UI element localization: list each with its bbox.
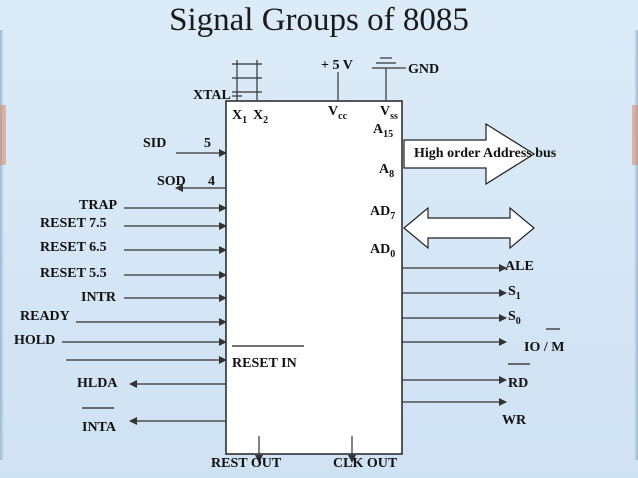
- x2-pin-label: X2: [253, 108, 269, 126]
- vcc-supply-label: + 5 V: [321, 58, 353, 73]
- x1-pin-label: X1: [232, 108, 248, 126]
- sod-label: SOD: [157, 174, 186, 189]
- inta-label: INTA: [82, 420, 116, 435]
- sid-label: SID: [143, 136, 167, 151]
- vss-pin-label: Vss: [380, 104, 398, 122]
- a8-pin-label: A8: [379, 162, 395, 180]
- xtal-pins: [232, 60, 262, 101]
- reset-in-label: RESET IN: [232, 356, 297, 371]
- data-bus-bidirectional-arrow: [403, 206, 535, 250]
- s0-label: S0: [508, 309, 521, 327]
- hlda-label: HLDA: [77, 376, 118, 391]
- vss-pin-line: [372, 57, 406, 101]
- sid-bits-label: 5: [204, 136, 211, 151]
- gnd-label: GND: [408, 62, 440, 77]
- reset-6-5-label: RESET 6.5: [40, 240, 107, 255]
- trap-label: TRAP: [79, 198, 118, 213]
- reset-5-5-label: RESET 5.5: [40, 266, 107, 281]
- hold-label: HOLD: [14, 333, 56, 348]
- s1-label: S1: [508, 284, 521, 302]
- high-address-bus-arrow: [403, 122, 536, 186]
- io-m-label: IO / M: [524, 340, 565, 355]
- left-edge-accent: [0, 105, 6, 165]
- reset-out-label: REST OUT: [211, 456, 282, 471]
- ale-label: ALE: [505, 259, 534, 274]
- a15-pin-label: A15: [373, 122, 394, 140]
- high-order-address-bus-label: High order Address bus: [414, 146, 557, 161]
- ready-label: READY: [20, 309, 70, 324]
- slide-left-edge: [0, 30, 4, 460]
- chip-8085-body: [225, 100, 403, 455]
- right-edge-accent: [632, 105, 638, 165]
- intr-label: INTR: [81, 290, 117, 305]
- slide-title: Signal Groups of 8085: [169, 2, 469, 38]
- ad0-pin-label: AD0: [370, 242, 396, 260]
- rd-label: RD: [508, 376, 529, 391]
- vcc-pin-label: Vcc: [328, 104, 348, 122]
- reset-7-5-label: RESET 7.5: [40, 216, 107, 231]
- ad7-pin-label: AD7: [370, 204, 396, 222]
- slide-right-edge: [634, 30, 638, 460]
- wr-label: WR: [502, 413, 527, 428]
- sod-bits-label: 4: [208, 174, 215, 189]
- xtal-label: XTAL: [193, 88, 231, 103]
- clk-out-label: CLK OUT: [333, 456, 398, 471]
